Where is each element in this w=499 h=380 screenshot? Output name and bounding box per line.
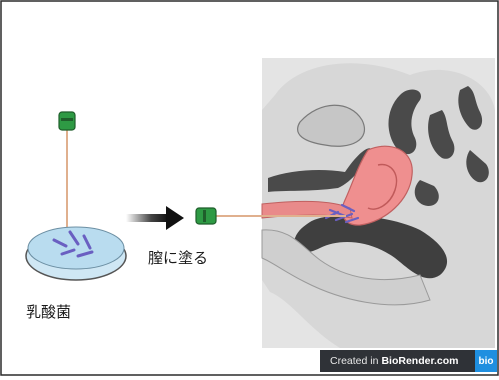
swab-ring xyxy=(61,118,73,121)
arrow-shaft xyxy=(126,214,168,222)
apply-vagina-label: 膣に塗る xyxy=(148,247,208,268)
swab-icon xyxy=(59,112,75,236)
watermark-prefix: Created in xyxy=(330,355,378,367)
anatomy-illustration xyxy=(262,58,495,348)
arrow-head xyxy=(166,206,184,230)
watermark-brand: BioRender.com xyxy=(381,355,458,367)
arrow-right-icon xyxy=(126,206,184,230)
petri-dish-icon xyxy=(26,227,126,280)
petri-dish-label: 乳酸菌 xyxy=(26,301,71,322)
biorender-logo-icon: bio xyxy=(475,350,497,372)
swab-ring-horizontal xyxy=(203,210,206,222)
petri-dish-agar xyxy=(28,227,124,269)
